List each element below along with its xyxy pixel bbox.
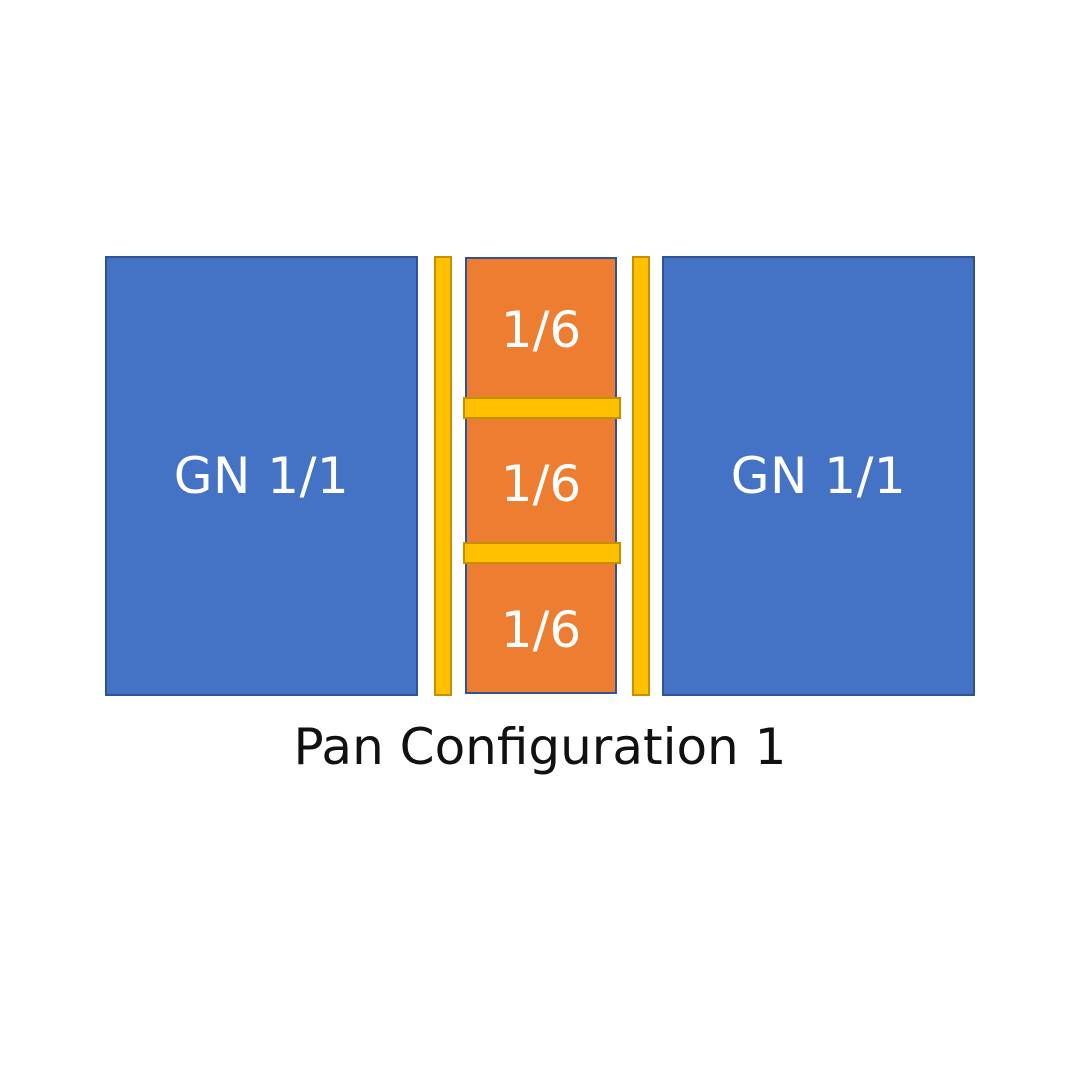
sixth-pan-middle: 1/6 <box>467 422 615 546</box>
center-horizontal-divider-bar-upper <box>463 397 621 419</box>
right-vertical-divider-bar <box>632 256 650 696</box>
sixth-pan-top-label: 1/6 <box>500 300 582 359</box>
center-pan-column: 1/6 1/6 1/6 <box>465 257 617 694</box>
left-full-pan: GN 1/1 <box>105 256 418 696</box>
sixth-pan-top: 1/6 <box>467 259 615 400</box>
sixth-pan-bottom: 1/6 <box>467 567 615 692</box>
center-horizontal-divider-bar-lower <box>463 542 621 564</box>
left-full-pan-label: GN 1/1 <box>173 447 350 505</box>
sixth-pan-bottom-label: 1/6 <box>500 600 582 659</box>
right-full-pan-label: GN 1/1 <box>730 447 907 505</box>
diagram-caption: Pan Configuration 1 <box>293 718 787 776</box>
left-vertical-divider-bar <box>434 256 452 696</box>
right-full-pan: GN 1/1 <box>662 256 975 696</box>
sixth-pan-middle-label: 1/6 <box>500 455 582 513</box>
